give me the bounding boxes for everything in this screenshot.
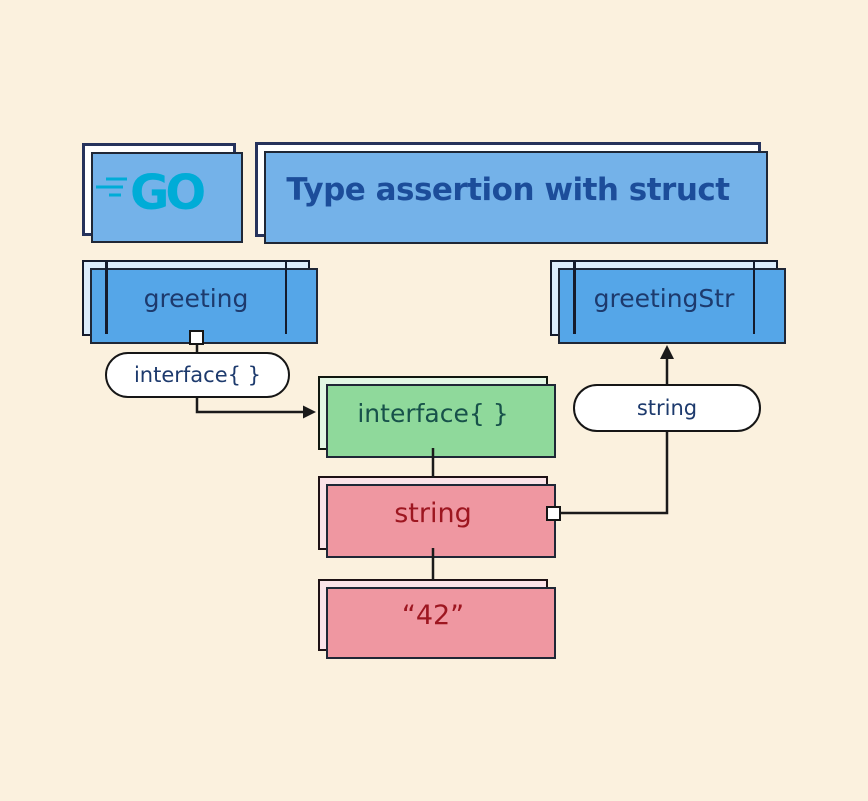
right-inset-line [284,262,287,334]
greetingstr-node: greetingStr [550,260,786,344]
go-logo-text: GO [130,165,204,221]
interface-box-label: interface{ } [357,398,509,428]
greeting-label: greeting [143,283,249,313]
right-inset-line [752,262,755,334]
go-logo-speed-lines [96,177,127,196]
title-box: Type assertion with struct [255,142,768,244]
left-inset-line [573,262,576,334]
greeting-node: greeting [82,260,318,344]
string-box-label: string [394,497,472,529]
interface-pill-label: interface{ } [133,363,262,387]
junction-square-greeting [189,330,204,345]
greetingstr-label: greetingStr [593,283,735,313]
go-logo-box: GO [82,143,243,243]
literal-value-node: “42” [318,579,556,659]
string-value-node: string [318,476,556,558]
interface-type-pill: interface{ } [105,352,290,398]
interface-value-node: interface{ } [318,376,556,458]
value-box-label: “42” [401,599,465,631]
go-logo-icon: GO [96,165,208,221]
arrowhead-into-greetingstr [660,345,674,359]
junction-square-string [546,506,561,521]
arrowhead-into-interface-box [303,405,316,419]
string-type-pill: string [573,384,761,432]
connector-string-box-to-greetingstr [556,358,669,515]
connector-interface-pill-to-interface-box [195,396,303,414]
page-title: Type assertion with struct [286,171,730,208]
string-pill-label: string [636,396,698,420]
left-inset-line [105,262,108,334]
